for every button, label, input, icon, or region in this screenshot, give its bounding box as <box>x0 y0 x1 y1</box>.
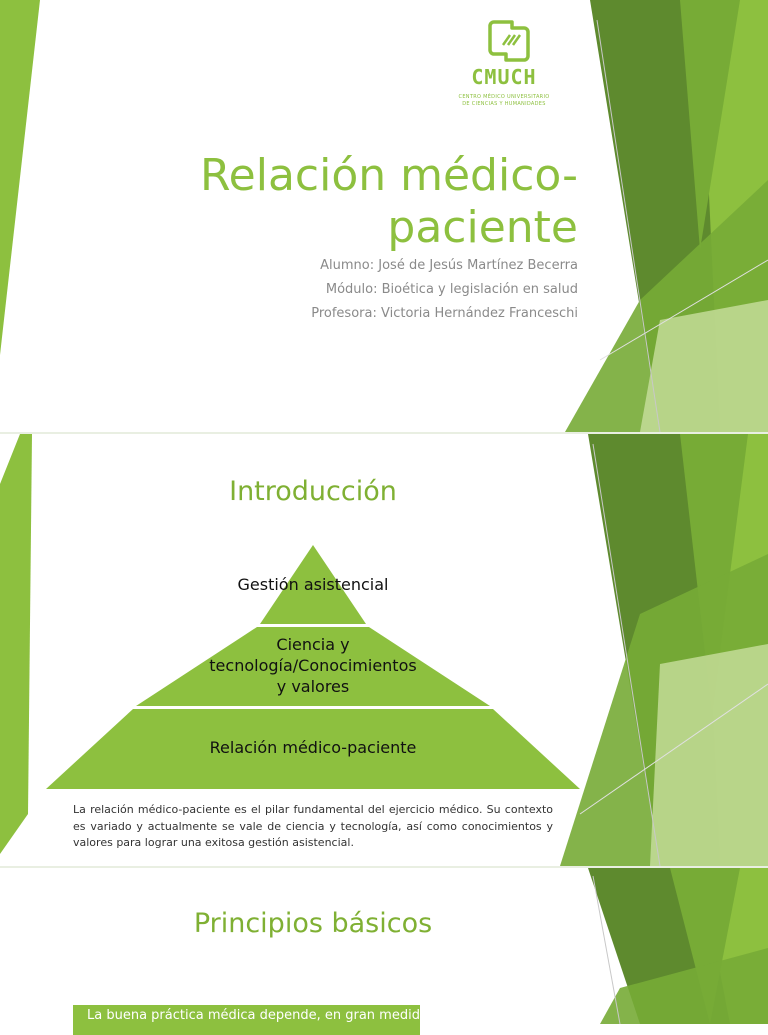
slide-title-line-1: Relación médico- <box>200 150 578 201</box>
pyramid-label-middle-line-3: y valores <box>276 677 350 696</box>
pyramid-diagram <box>46 545 580 789</box>
introduction-title: Introducción <box>229 476 397 507</box>
slide-title: Relación médico- paciente <box>200 150 578 254</box>
highlight-bar: La buena práctica médica depende, en gra… <box>73 1005 432 1035</box>
module-name: Módulo: Bioética y legislación en salud <box>325 282 578 297</box>
pyramid-label-middle-line-1: Ciencia y <box>276 635 350 654</box>
right-decoration <box>0 434 768 866</box>
logo-tagline-1: CENTRO MÉDICO UNIVERSITARIO <box>458 94 550 100</box>
pyramid-label-bottom: Relación médico-paciente <box>209 738 417 757</box>
pyramid-label-top: Gestión asistencial <box>237 575 389 594</box>
logo-wordmark: CMUCH <box>471 65 537 89</box>
slide-divider <box>0 432 768 434</box>
slide-title-line-2: paciente <box>387 202 578 253</box>
pyramid-level-top <box>260 545 366 624</box>
pyramid-level-middle <box>136 627 490 706</box>
introduction-slide: Introducción Gestión asistencial Ciencia… <box>0 434 768 866</box>
student-name: Alumno: José de Jesús Martínez Becerra <box>320 258 578 273</box>
right-decoration <box>588 868 768 1024</box>
pyramid-label-middle-line-2: tecnología/Conocimientos <box>209 656 417 675</box>
logo-tagline-2: DE CIENCIAS Y HUMANIDADES <box>462 101 546 107</box>
introduction-paragraph: La relación médico-paciente es el pilar … <box>73 803 553 849</box>
principles-slide: Principios básicos <box>0 868 768 1024</box>
pyramid-label-middle: Ciencia y tecnología/Conocimientos y val… <box>160 634 466 697</box>
teacher-name: Profesora: Victoria Hernández Franceschi <box>311 306 578 321</box>
left-decoration <box>0 0 768 432</box>
slide-divider <box>0 866 768 868</box>
pyramid-level-bottom <box>46 709 580 789</box>
clinic-logo-icon <box>488 20 530 62</box>
title-slide: CMUCH CENTRO MÉDICO UNIVERSITARIO DE CIE… <box>0 0 768 432</box>
highlight-text: La buena práctica médica depende, en gra… <box>87 1008 433 1023</box>
principles-title: Principios básicos <box>193 908 433 939</box>
